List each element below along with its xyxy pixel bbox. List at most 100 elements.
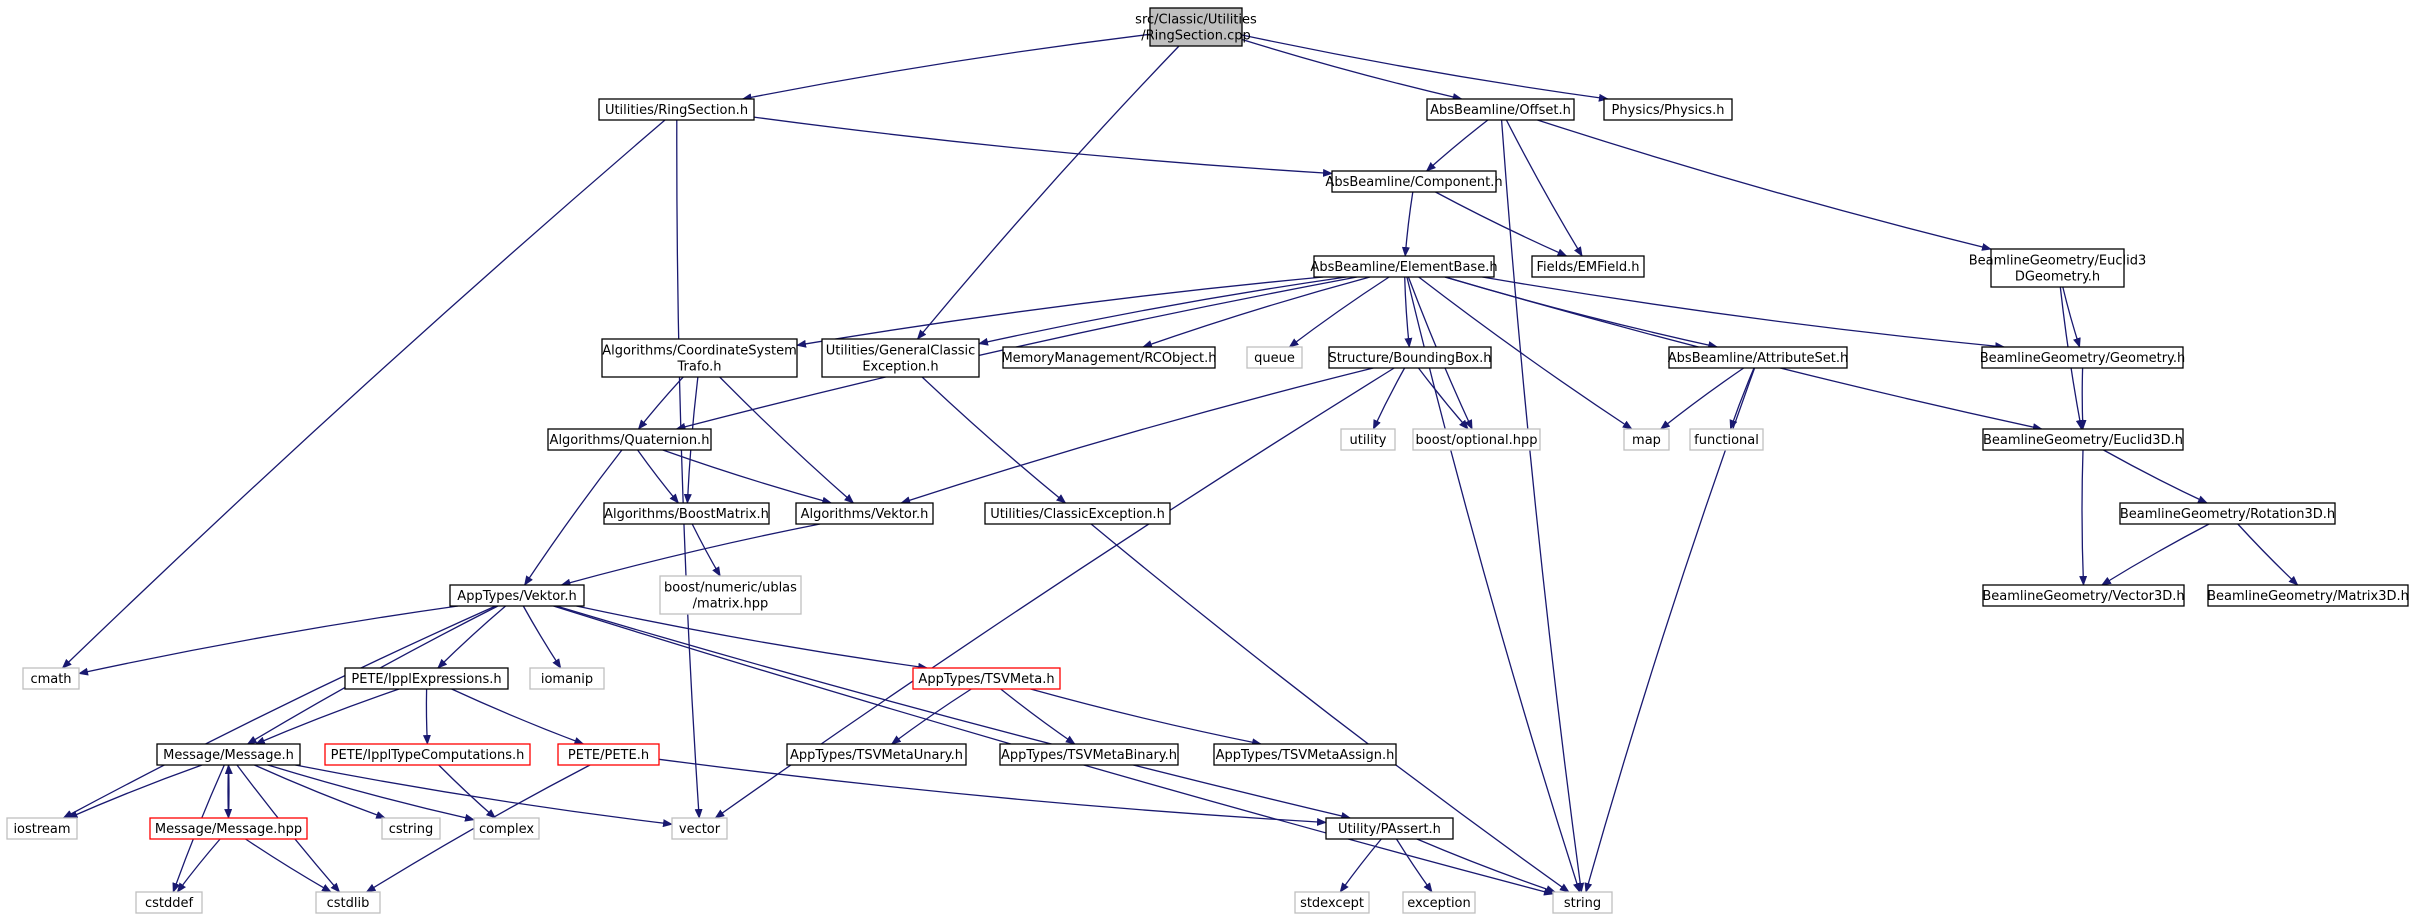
node-pete_h[interactable]: PETE/PETE.h [557, 743, 660, 766]
node-matrix3d_h[interactable]: BeamlineGeometry/Matrix3D.h [2207, 584, 2409, 607]
node-ippltypecomp_h[interactable]: PETE/IpplTypeComputations.h [324, 743, 531, 766]
node-tsvunary_h[interactable]: AppTypes/TSVMetaUnary.h [786, 743, 967, 766]
node-box-boundingbox_h [1328, 346, 1492, 369]
edge-pete_h-to-passert_h [658, 758, 1327, 826]
node-label-stdexcept-0: stdexcept [1300, 896, 1364, 911]
node-label-genclassicexc_h-0: Utilities/GeneralClassic [826, 344, 976, 359]
node-passert_h[interactable]: Utility/PAssert.h [1325, 817, 1454, 840]
node-emfield_h[interactable]: Fields/EMField.h [1531, 255, 1645, 278]
edge-message_hpp-to-cstdlib [245, 838, 332, 893]
edges-layer [61, 33, 2299, 896]
edge-apptypesvektor_h-to-cmath [78, 605, 459, 676]
edge-elementbase_h-to-boundingbox_h [1404, 276, 1413, 348]
node-label-elementbase_h-0: AbsBeamline/ElementBase.h [1310, 260, 1497, 275]
node-label-functional-0: functional [1694, 433, 1759, 448]
node-complex: complex [473, 817, 540, 840]
node-label-algvektor_h-0: Algorithms/Vektor.h [801, 507, 929, 522]
edge-elementbase_h-to-queue [1288, 276, 1390, 348]
node-classicexc_h[interactable]: Utilities/ClassicException.h [984, 502, 1171, 525]
node-box-offset_h [1426, 98, 1575, 121]
node-box-cstring [381, 817, 441, 840]
edge-message_h-to-cstring [254, 764, 387, 819]
edge-message_hpp-to-message_h [224, 764, 233, 819]
edge-boundingbox_h-to-algvektor_h [900, 367, 1374, 505]
node-box-apptypesvektor_h [449, 584, 585, 607]
node-box-map [1623, 428, 1670, 451]
node-geometry_h[interactable]: BeamlineGeometry/Geometry.h [1980, 346, 2186, 369]
node-label-ippltypecomp_h-0: PETE/IpplTypeComputations.h [331, 748, 525, 763]
edge-elementbase_h-to-attributeset_h [1444, 276, 1719, 349]
node-label-exception-0: exception [1407, 896, 1471, 911]
edge-apptypesvektor_h-to-iostream [62, 605, 496, 819]
node-attributeset_h[interactable]: AbsBeamline/AttributeSet.h [1668, 346, 1848, 369]
node-box-iomanip [529, 667, 605, 690]
node-cstdlib: cstdlib [315, 891, 381, 914]
edge-component_h-to-elementbase_h [1401, 191, 1414, 257]
edge-offset_h-to-emfield_h [1505, 119, 1583, 257]
edge-elementbase_h-to-genclassicexc_h [978, 276, 1347, 346]
node-elementbase_h[interactable]: AbsBeamline/ElementBase.h [1310, 255, 1498, 278]
nodes-layer: src/Classic/Utilities/RingSection.cppUti… [6, 7, 2409, 914]
node-physics_h[interactable]: Physics/Physics.h [1603, 98, 1733, 121]
node-rcobject_h[interactable]: MemoryManagement/RCObject.h [1001, 346, 1217, 369]
node-root[interactable]: src/Classic/Utilities/RingSection.cpp [1135, 7, 1257, 47]
node-apptypesvektor_h[interactable]: AppTypes/Vektor.h [449, 584, 585, 607]
node-ipplexpr_h[interactable]: PETE/IpplExpressions.h [344, 667, 509, 690]
edge-component_h-to-emfield_h [1435, 191, 1568, 257]
node-label-matrix3d_h-0: BeamlineGeometry/Matrix3D.h [2207, 589, 2409, 604]
node-rotation3d_h[interactable]: BeamlineGeometry/Rotation3D.h [2119, 502, 2336, 525]
edge-apptypesvektor_h-to-iomanip [522, 605, 562, 669]
node-boostmatrix_h[interactable]: Algorithms/BoostMatrix.h [603, 502, 770, 525]
node-box-cstddef [135, 891, 203, 914]
node-box-elementbase_h [1313, 255, 1495, 278]
node-label-tsvunary_h-0: AppTypes/TSVMetaUnary.h [790, 748, 963, 763]
node-tsvmeta_h[interactable]: AppTypes/TSVMeta.h [912, 667, 1061, 690]
node-box-vector [671, 817, 728, 840]
node-label-queue-0: queue [1254, 351, 1295, 366]
node-label-tsvassign_h-0: AppTypes/TSVMetaAssign.h [1216, 748, 1395, 763]
node-algvektor_h[interactable]: Algorithms/Vektor.h [795, 502, 934, 525]
node-label-boundingbox_h-0: Structure/BoundingBox.h [1328, 351, 1491, 366]
edge-boundingbox_h-to-utility [1372, 367, 1406, 430]
node-label-attributeset_h-0: AbsBeamline/AttributeSet.h [1668, 351, 1848, 366]
node-box-utility [1340, 428, 1396, 451]
node-box-quaternion_h [547, 428, 712, 451]
node-quaternion_h[interactable]: Algorithms/Quaternion.h [547, 428, 712, 451]
edge-ipplexpr_h-to-ippltypecomp_h [422, 688, 431, 745]
node-label-component_h-0: AbsBeamline/Component.h [1325, 175, 1502, 190]
node-cmath: cmath [22, 667, 80, 690]
node-component_h[interactable]: AbsBeamline/Component.h [1325, 170, 1503, 193]
node-label-rcobject_h-0: MemoryManagement/RCObject.h [1001, 351, 1216, 366]
edge-apptypesvektor_h-to-passert_h [556, 605, 1352, 820]
node-box-iostream [6, 817, 78, 840]
edge-geometry_h-to-euclid3d_h [2078, 367, 2087, 430]
node-label-utility-0: utility [1350, 433, 1387, 448]
node-euclid3d_h[interactable]: BeamlineGeometry/Euclid3D.h [1982, 428, 2184, 451]
node-label-ringsection_h-0: Utilities/RingSection.h [605, 103, 748, 118]
edge-root-to-genclassicexc_h [916, 45, 1180, 340]
node-message_h[interactable]: Message/Message.h [156, 743, 301, 766]
node-vector3d_h[interactable]: BeamlineGeometry/Vector3D.h [1982, 584, 2185, 607]
edge-coordtrafo_h-to-quaternion_h [637, 376, 684, 430]
node-iostream: iostream [6, 817, 78, 840]
edge-elementbase_h-to-coordtrafo_h [796, 276, 1324, 348]
node-tsvbinary_h[interactable]: AppTypes/TSVMetaBinary.h [999, 743, 1179, 766]
node-box-component_h [1331, 170, 1497, 193]
node-box-string [1552, 891, 1613, 914]
node-message_hpp[interactable]: Message/Message.hpp [149, 817, 308, 840]
edge-passert_h-to-stdexcept [1339, 838, 1382, 893]
node-ringsection_h[interactable]: Utilities/RingSection.h [598, 98, 755, 121]
node-offset_h[interactable]: AbsBeamline/Offset.h [1426, 98, 1575, 121]
node-tsvassign_h[interactable]: AppTypes/TSVMetaAssign.h [1213, 743, 1397, 766]
node-box-euclid3dgeom_h [1990, 248, 2125, 288]
node-box-euclid3d_h [1982, 428, 2184, 451]
node-box-genclassicexc_h [821, 338, 980, 378]
node-boundingbox_h[interactable]: Structure/BoundingBox.h [1328, 346, 1492, 369]
node-exception: exception [1402, 891, 1476, 914]
node-label-coordtrafo_h-1: Trafo.h [676, 360, 721, 375]
node-cstddef: cstddef [135, 891, 203, 914]
node-label-passert_h-0: Utility/PAssert.h [1338, 822, 1441, 837]
